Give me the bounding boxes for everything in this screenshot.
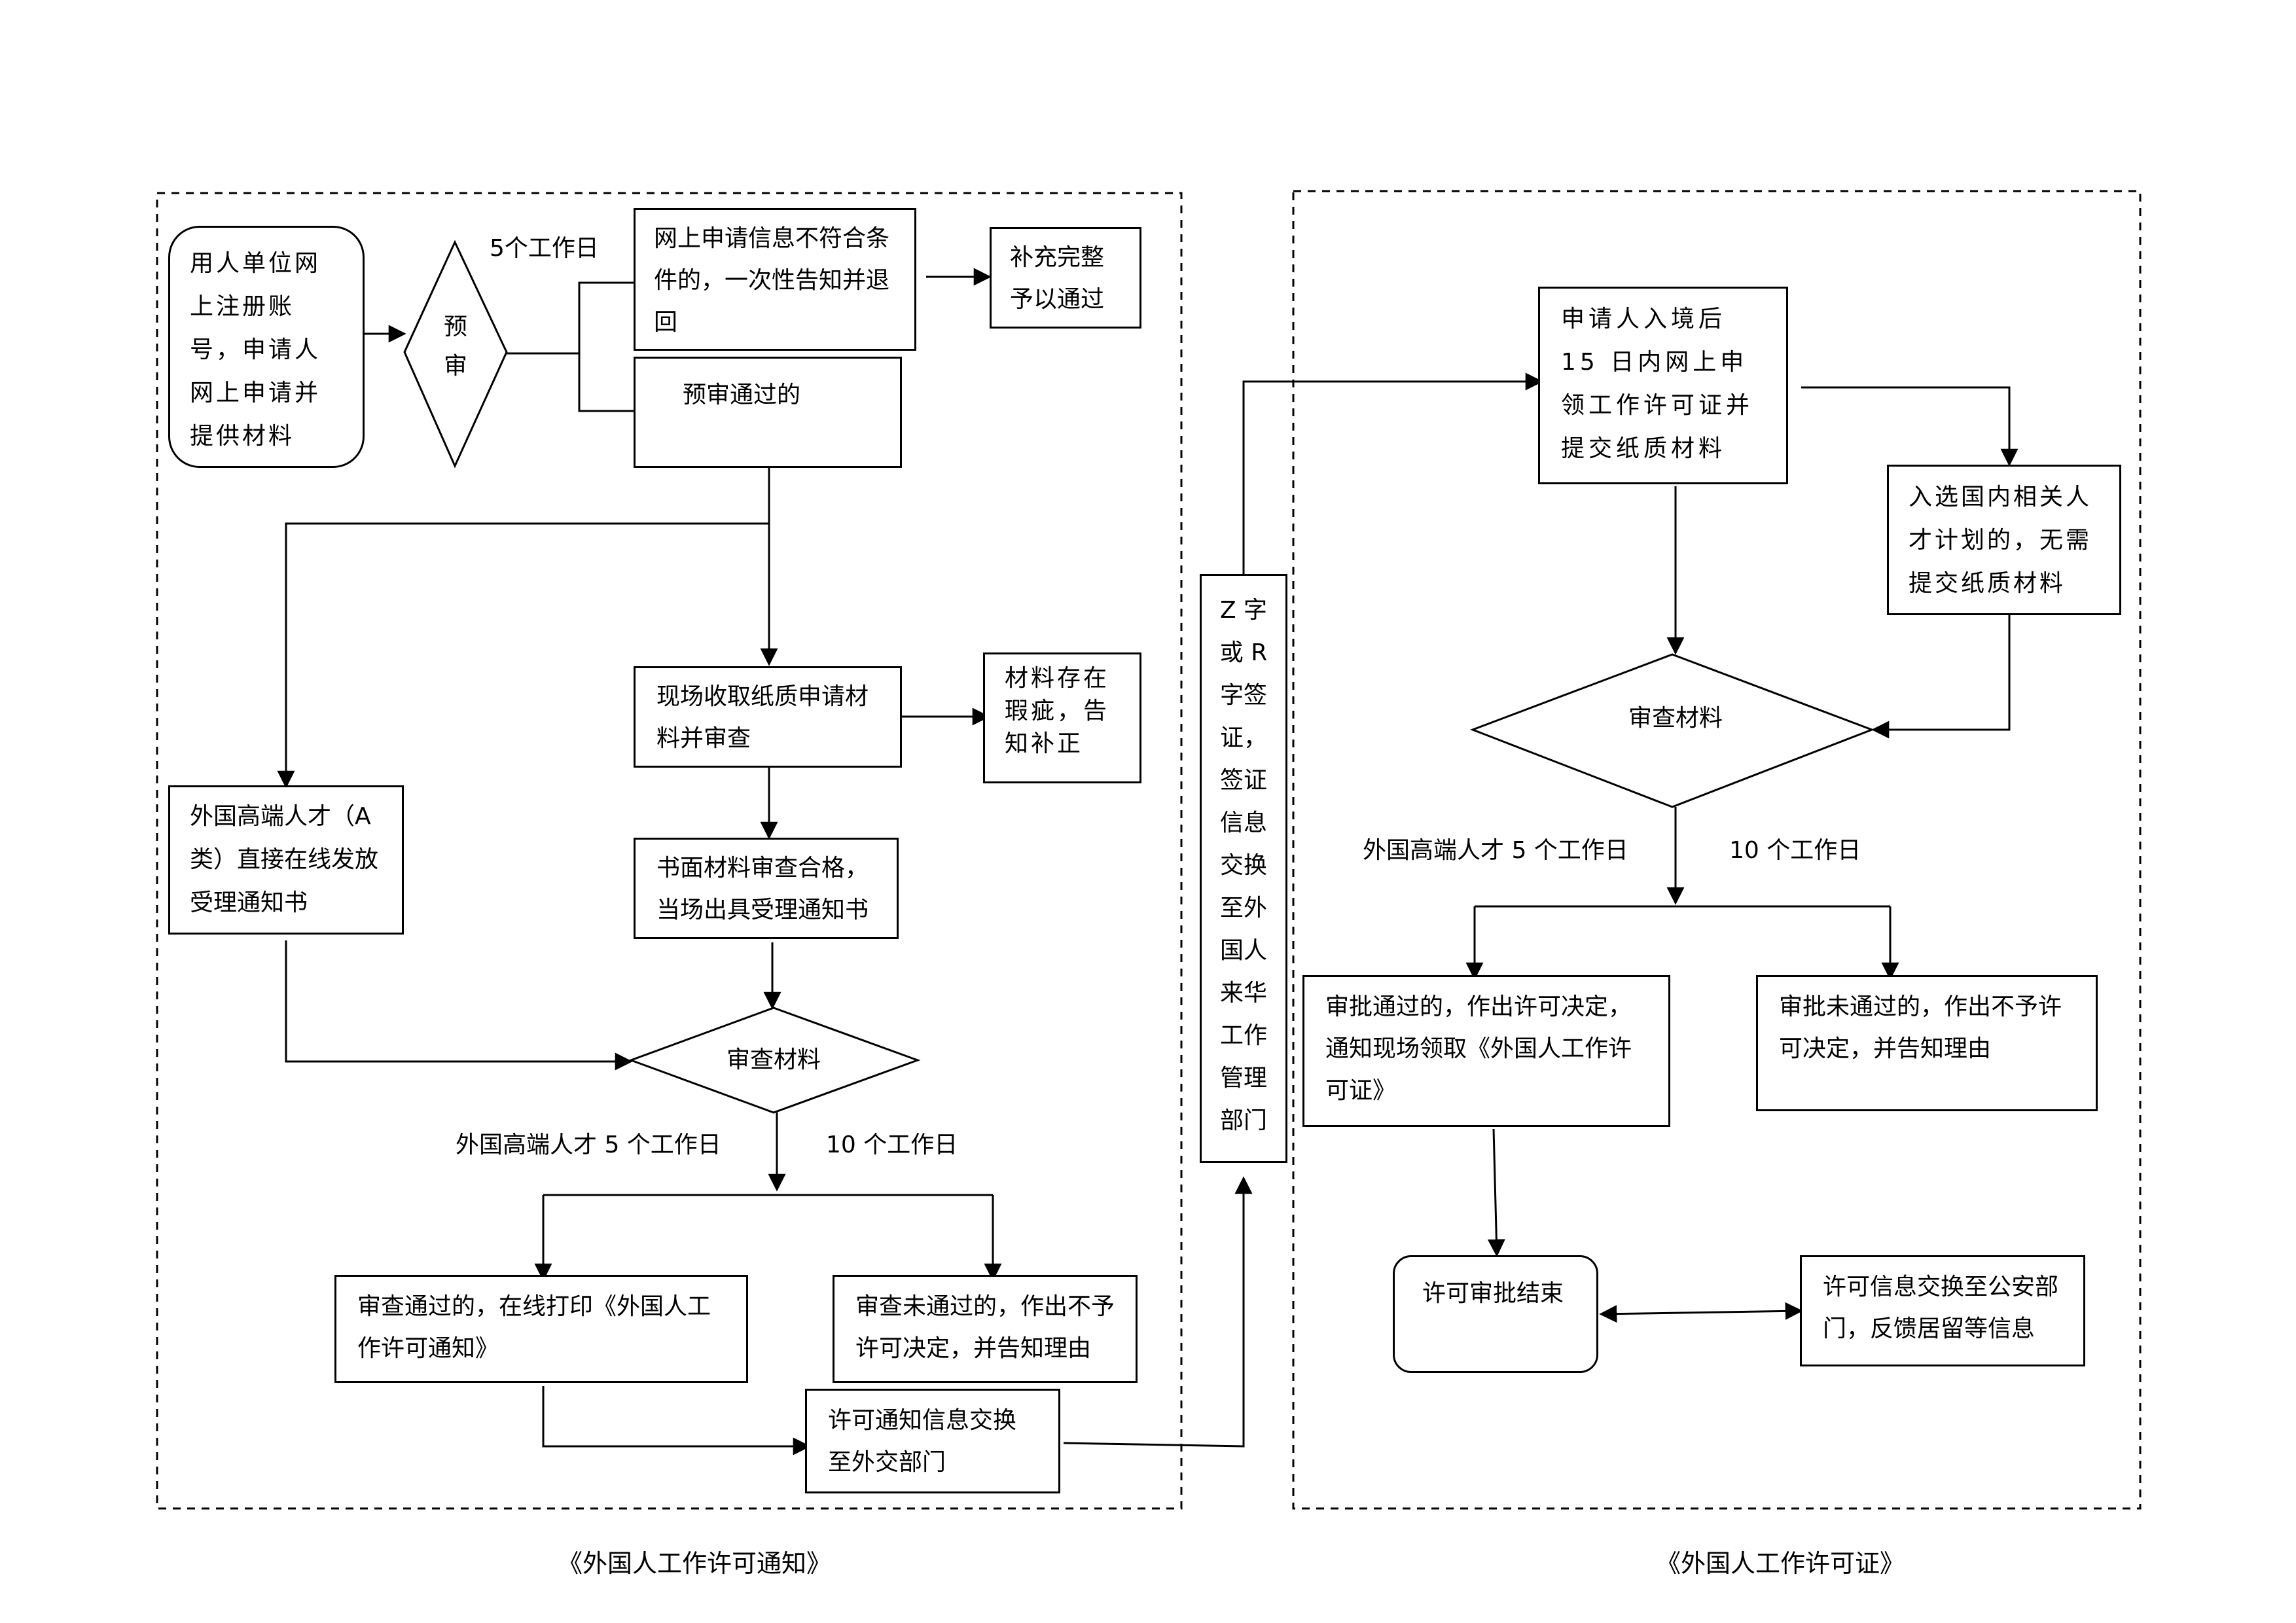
- pre-review-diamond: [403, 240, 508, 469]
- right-rejected-node: 审批未通过的，作出不予许可决定，并告知理由: [1756, 975, 2098, 1111]
- edge-finish-police: [1599, 1302, 1803, 1323]
- defect-node: 材料存在瑕疵，告知补正: [983, 652, 1141, 783]
- visa-line: 来华: [1219, 980, 1267, 1007]
- fail-info-node: 网上申请信息不符合条件的，一次性告知并退回: [634, 208, 916, 351]
- visa-line: 证，: [1219, 724, 1267, 751]
- visa-text: Z 字或 R 字签证， 签证信息交换至外国人来华工作管理部门: [1208, 589, 1279, 1142]
- edge-prereview-split: [507, 281, 634, 412]
- visa-column-node: Z 字或 R 字签证， 签证信息交换至外国人来华工作管理部门: [1200, 574, 1287, 1163]
- pre-review-days-label: 5个工作日: [490, 235, 599, 262]
- visa-line: 交换: [1219, 852, 1267, 879]
- edge-approved-exchange: [542, 1386, 811, 1455]
- talent-plan-node: 入选国内相关人才计划的，无需提交纸质材料: [1887, 465, 2121, 615]
- exchange-foreign-node: 许可通知信息交换至外交部门: [805, 1389, 1060, 1493]
- right-review-diamond: [1469, 653, 1875, 808]
- right-approved-node: 审批通过的，作出许可决定，通知现场领取《外国人工作许可证》: [1302, 975, 1670, 1127]
- edge-prepass-classA: [277, 522, 769, 789]
- classA-node: 外国高端人才（A类）直接在线发放受理通知书: [168, 785, 404, 935]
- edge-visa-apply: [1242, 372, 1543, 576]
- exchange-police-node: 许可信息交换至公安部门，反馈居留等信息: [1800, 1255, 2085, 1366]
- visa-line: 工作: [1219, 1022, 1267, 1049]
- visa-line: 国人: [1219, 937, 1267, 964]
- visa-line: 部门: [1219, 1107, 1267, 1134]
- apply-card-node: 申请人入境后 15 日内网上申领工作许可证并提交纸质材料: [1538, 287, 1788, 484]
- pre-review-label: 预审: [443, 313, 467, 380]
- visa-line: 签证: [1219, 767, 1267, 794]
- left-caption: 《外国人工作许可通知》: [558, 1549, 832, 1578]
- approved-node: 审查通过的，在线打印《外国人工作许可通知》: [334, 1275, 748, 1383]
- register-node: 用人单位网上注册账号，申请人网上申请并提供材料: [168, 226, 365, 468]
- left-region-border: [156, 192, 1183, 1510]
- left-review-diamond: [628, 1007, 921, 1114]
- right-caption: 《外国人工作许可证》: [1656, 1549, 1905, 1578]
- left-days-high-label: 外国高端人才 5 个工作日: [456, 1132, 721, 1158]
- visa-line: 信息: [1219, 810, 1267, 836]
- visa-line: 至外: [1219, 895, 1267, 921]
- right-days-high-label: 外国高端人才 5 个工作日: [1363, 837, 1628, 864]
- edge-exchange-visa: [1063, 1176, 1253, 1448]
- visa-line: 管理: [1219, 1065, 1267, 1092]
- visa-line: Z 字: [1219, 597, 1268, 624]
- pre-pass-node: 预审通过的: [634, 357, 902, 468]
- edge-classA-review: [285, 940, 633, 1071]
- edge-approved-finish: [1487, 1128, 1505, 1257]
- right-review-label: 审查材料: [1628, 705, 1723, 732]
- written-ok-node: 书面材料审查合格，当场出具受理通知书: [634, 838, 899, 939]
- right-region-border: [1292, 190, 2142, 1510]
- supplement-node: 补充完整 予以通过: [990, 227, 1141, 329]
- rejected-node: 审查未通过的，作出不予许可决定，并告知理由: [833, 1275, 1138, 1383]
- visa-line: 字签: [1219, 682, 1267, 709]
- edge-apply-talent: [1801, 386, 2018, 467]
- left-review-label: 审查材料: [726, 1046, 821, 1073]
- onsite-node: 现场收取纸质申请材料并审查: [634, 666, 902, 768]
- right-days-10-label: 10 个工作日: [1729, 837, 1861, 864]
- visa-line: 或 R: [1219, 639, 1268, 666]
- finish-node: 许可审批结束: [1393, 1255, 1598, 1373]
- edge-talent-review: [1871, 615, 2011, 739]
- left-days-10-label: 10 个工作日: [826, 1132, 958, 1158]
